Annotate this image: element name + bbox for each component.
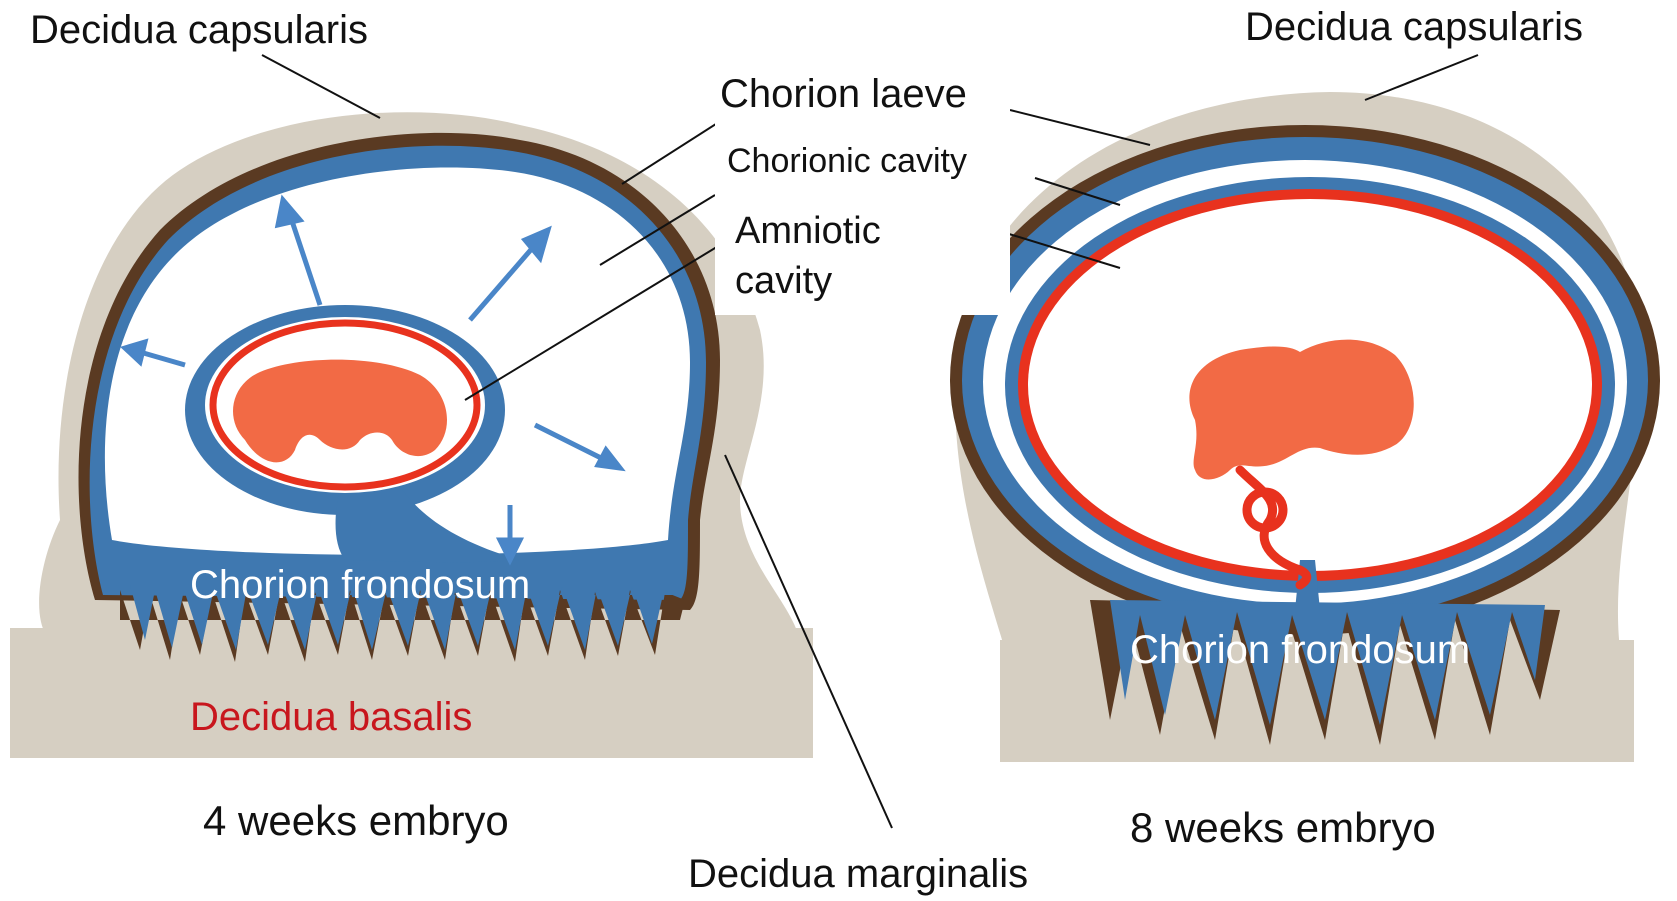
leader-chorion-laeve-right [1010, 110, 1150, 145]
leader-chorion-laeve-left [622, 115, 730, 184]
caption-4-weeks: 4 weeks embryo [203, 797, 509, 844]
caption-8-weeks: 8 weeks embryo [1130, 804, 1436, 851]
label-decidua-capsularis-left: Decidua capsularis [30, 8, 368, 52]
label-decidua-capsularis-right: Decidua capsularis [1245, 5, 1583, 49]
label-amniotic-cavity-line1: Amniotic [735, 210, 881, 252]
embryo-4-weeks [233, 360, 447, 463]
chorion-frondosum-villi-right [1090, 600, 1560, 745]
label-decidua-basalis: Decidua basalis [190, 695, 472, 739]
label-chorion-laeve: Chorion laeve [720, 72, 967, 116]
leader-decidua-capsularis-left [262, 55, 380, 118]
label-amniotic-cavity-line2: cavity [735, 260, 832, 302]
label-decidua-marginalis: Decidua marginalis [688, 852, 1028, 896]
label-chorion-frondosum-left: Chorion frondosum [190, 563, 530, 607]
leader-decidua-capsularis-right [1365, 55, 1478, 100]
label-chorion-frondosum-right: Chorion frondosum [1130, 628, 1470, 672]
label-chorionic-cavity: Chorionic cavity [727, 142, 967, 180]
